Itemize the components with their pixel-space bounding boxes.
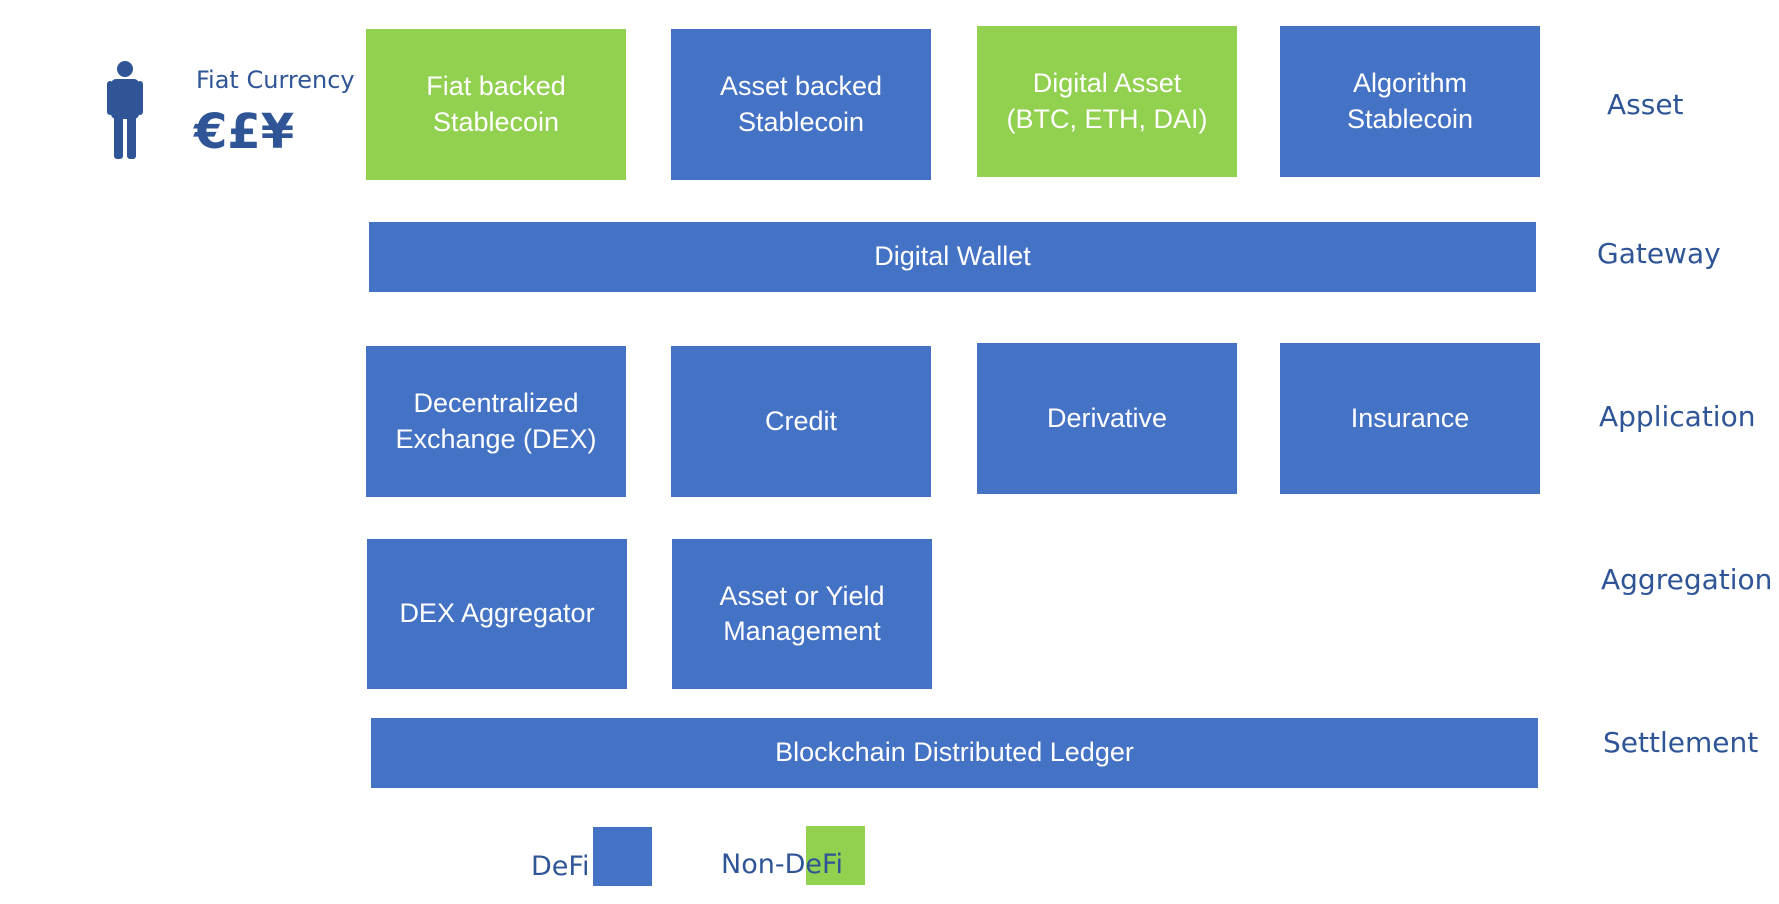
currency-symbols: €£¥	[194, 104, 295, 160]
digital-wallet-box: Digital Wallet	[369, 222, 1536, 292]
blockchain-ledger-box: Blockchain Distributed Ledger	[371, 718, 1538, 788]
credit-box: Credit	[671, 346, 931, 497]
asset-backed-stablecoin-box: Asset backed Stablecoin	[671, 29, 931, 180]
layer-label-settlement: Settlement	[1603, 726, 1759, 759]
digital-asset-box: Digital Asset (BTC, ETH, DAI)	[977, 26, 1237, 177]
legend-defi-swatch	[593, 827, 652, 886]
derivative-box: Derivative	[977, 343, 1237, 494]
algorithm-stablecoin-box: Algorithm Stablecoin	[1280, 26, 1540, 177]
layer-label-aggregation: Aggregation	[1601, 563, 1773, 596]
person-icon	[107, 61, 143, 159]
layer-label-asset: Asset	[1607, 88, 1684, 121]
legend-non-defi-swatch	[806, 826, 865, 885]
layer-label-application: Application	[1599, 400, 1756, 433]
dex-aggregator-box: DEX Aggregator	[367, 539, 627, 689]
fiat-backed-stablecoin-box: Fiat backed Stablecoin	[366, 29, 626, 180]
fiat-currency-label: Fiat Currency	[196, 66, 355, 94]
dex-box: Decentralized Exchange (DEX)	[366, 346, 626, 497]
asset-yield-management-box: Asset or Yield Management	[672, 539, 932, 689]
layer-label-gateway: Gateway	[1597, 237, 1721, 270]
legend-defi-label: DeFi	[531, 851, 590, 882]
legend-non-defi-label: Non-DeFi	[721, 849, 844, 880]
insurance-box: Insurance	[1280, 343, 1540, 494]
